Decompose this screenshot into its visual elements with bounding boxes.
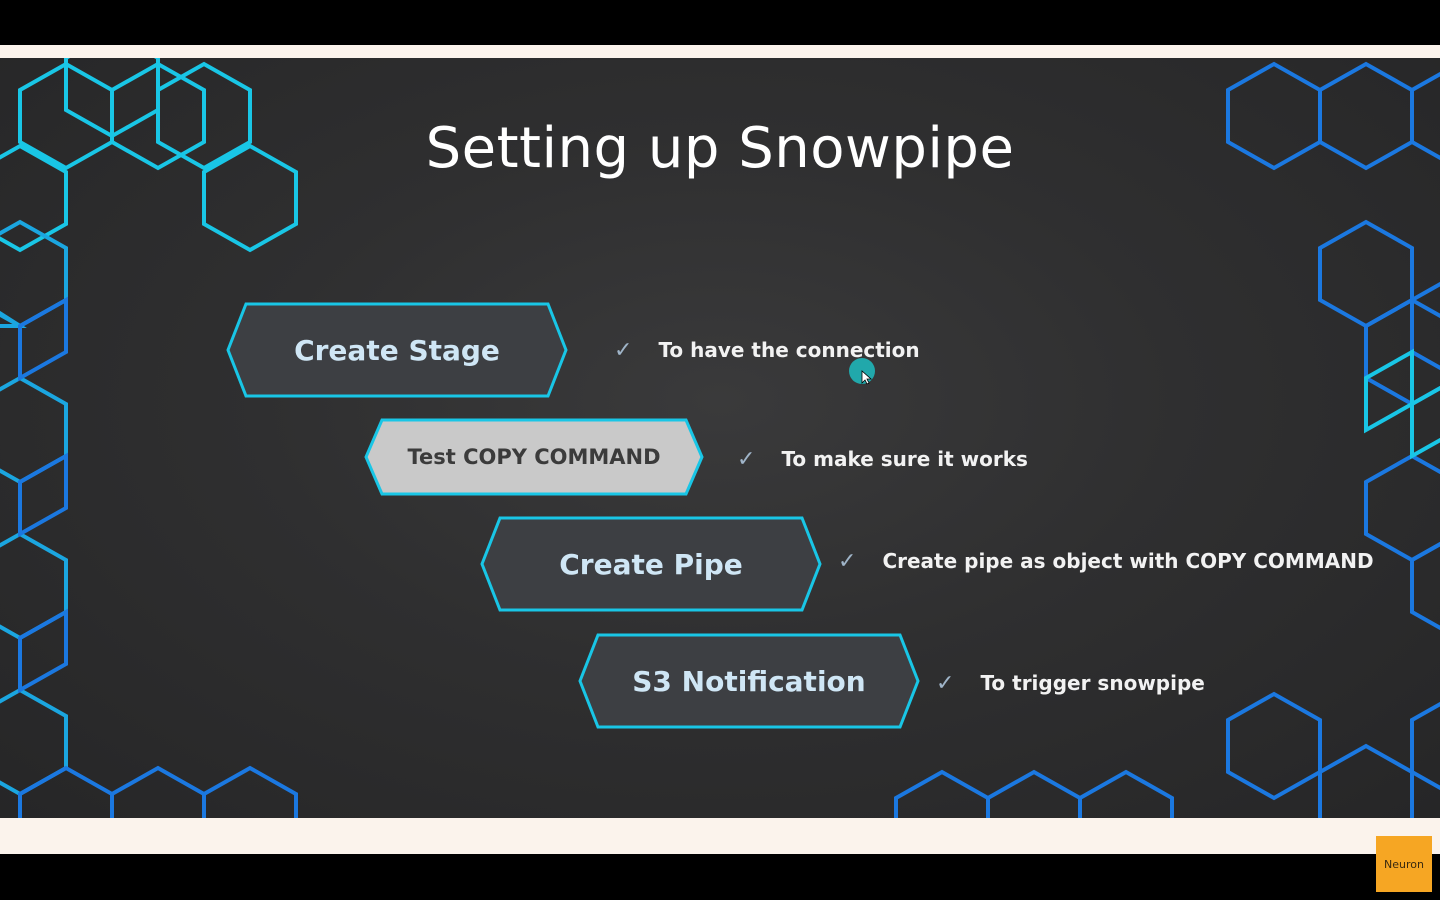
step-hexagon-shape: [226, 302, 568, 398]
description-text: To have the connection: [658, 338, 920, 362]
step-hexagon-shape: [480, 516, 822, 612]
slide-title: Setting up Snowpipe: [425, 116, 1015, 181]
step-create-pipe: Create Pipe: [480, 516, 822, 612]
step-test-copy-command: Test COPY COMMAND: [364, 418, 704, 496]
cursor-icon: [849, 358, 875, 385]
step-create-stage: Create Stage: [226, 302, 568, 398]
step-label: Create Pipe: [559, 547, 743, 581]
description-text: To trigger snowpipe: [980, 671, 1205, 695]
step-hexagon-shape: [578, 633, 920, 729]
step-label: Create Stage: [294, 333, 500, 367]
step-description-s3-notification: ✓ To trigger snowpipe: [936, 667, 1205, 699]
description-text: Create pipe as object with COPY COMMAND: [882, 549, 1374, 573]
step-description-create-pipe: ✓ Create pipe as object with COPY COMMAN…: [838, 545, 1374, 577]
neuron-logo: Neuron: [1376, 836, 1432, 892]
step-s3-notification: S3 Notification: [578, 633, 920, 729]
top-black-bar: [0, 0, 1440, 45]
step-description-test-copy-command: ✓ To make sure it works: [737, 443, 1028, 475]
check-icon: ✓: [838, 548, 857, 574]
top-light-strip: [0, 45, 1440, 58]
bottom-black-bar: [0, 854, 1440, 900]
step-label: S3 Notification: [632, 664, 866, 698]
bottom-light-strip: [0, 818, 1440, 854]
description-text: To make sure it works: [781, 447, 1028, 471]
logo-text: Neuron: [1384, 857, 1424, 871]
step-hexagon-shape: [364, 418, 704, 496]
step-label: Test COPY COMMAND: [407, 445, 661, 469]
hexagon-pattern: [0, 58, 1440, 818]
step-description-create-stage: ✓ To have the connection: [614, 334, 920, 366]
check-icon: ✓: [936, 670, 955, 696]
check-icon: ✓: [737, 446, 756, 472]
check-icon: ✓: [614, 337, 633, 363]
presentation-slide: Setting up Snowpipe Create Stage ✓ To ha…: [0, 58, 1440, 818]
